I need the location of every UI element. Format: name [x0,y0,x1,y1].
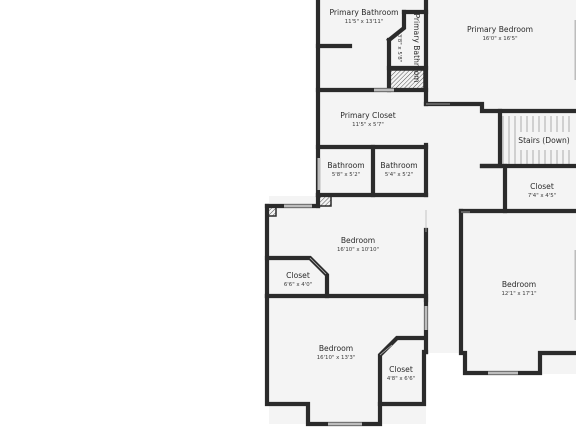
room-labels: Primary Bathroom 11'5" x 13'11" Primary … [284,8,570,382]
room-bedroom-lower: Bedroom 16'10" x 13'3" [317,344,356,361]
room-name: Primary Bedroom [467,25,533,34]
room-dims: 11'5" x 13'11" [345,19,384,25]
room-dims: 6'6" x 4'0" [284,282,312,288]
room-dims: 12'1" x 17'1" [501,291,536,297]
stairs-treads [502,116,570,166]
room-name: Bedroom [319,344,353,353]
room-primary-bathroom: Primary Bathroom 11'5" x 13'11" [329,8,398,25]
room-name: Bathroom [380,161,417,170]
room-bedroom-upper: Bedroom 16'10" x 10'10" [337,236,379,253]
room-dims: 3'8" x 5'8" [396,34,402,62]
room-name: Primary Bathroom [329,8,398,17]
walls [264,0,576,427]
room-dims: 7'4" x 4'5" [528,193,556,199]
room-dims: 16'0" x 16'5" [482,36,517,42]
room-dims: 5'4" x 5'2" [385,172,413,178]
room-name: Bedroom [341,236,375,245]
room-name: Primary Bathroom [412,13,421,82]
room-bathroom-left: Bathroom 5'8" x 5'2" [327,161,364,178]
room-primary-closet: Primary Closet 11'5" x 5'7" [340,111,395,128]
room-dims: 5'8" x 5'2" [332,172,360,178]
room-bathroom-right: Bathroom 5'4" x 5'2" [380,161,417,178]
room-name: Closet [286,271,310,280]
room-closet-lower: Closet 4'8" x 6'6" [387,365,415,382]
room-name: Bedroom [502,280,536,289]
room-name: Closet [530,182,554,191]
room-closet-stairs: Closet 7'4" x 4'5" [528,182,556,199]
room-dims: 16'10" x 10'10" [337,247,379,253]
room-name: Stairs (Down) [518,136,570,145]
room-name: Primary Closet [340,111,395,120]
room-name: Closet [389,365,413,374]
room-stairs: Stairs (Down) [518,136,570,145]
room-primary-bathroom-small: Primary Bathroom [412,13,421,82]
room-dims: 16'10" x 13'3" [317,355,356,361]
room-bedroom-right: Bedroom 12'1" x 17'1" [501,280,536,297]
windows [284,20,576,426]
door-swings [309,103,470,356]
room-closet-upper: Closet 6'6" x 4'0" [284,271,312,288]
room-primary-bathroom-small-dims: 3'8" x 5'8" [396,34,402,62]
room-name: Bathroom [327,161,364,170]
room-primary-bedroom: Primary Bedroom 16'0" x 16'5" [467,25,533,42]
room-dims: 11'5" x 5'7" [352,122,384,128]
room-dims: 4'8" x 6'6" [387,376,415,382]
